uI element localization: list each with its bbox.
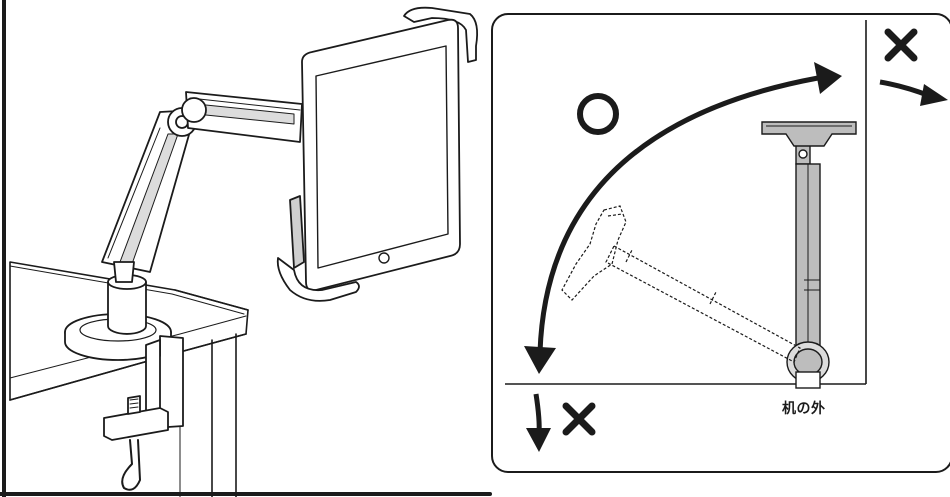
ng-symbol-right — [884, 28, 918, 62]
lower-arm — [101, 107, 197, 283]
outside-desk-label: 机の外 — [782, 401, 826, 417]
desk-clamp — [64, 274, 184, 491]
left-illustration — [0, 0, 492, 497]
arc-arrowhead-top — [814, 62, 842, 94]
upper-arm — [181, 91, 303, 143]
rotation-panel — [491, 13, 950, 473]
tilted-arm-dashed — [561, 205, 801, 363]
ok-symbol — [577, 93, 619, 135]
arc-arrowhead-bottom — [524, 346, 556, 374]
upright-arm — [761, 121, 857, 389]
allowed-rotation-arc — [537, 75, 819, 353]
ng-symbol-bottom — [562, 402, 596, 436]
ng-arrowhead-right — [920, 84, 948, 106]
tablet-holder — [276, 6, 479, 302]
ng-arrowhead-down — [526, 428, 551, 452]
